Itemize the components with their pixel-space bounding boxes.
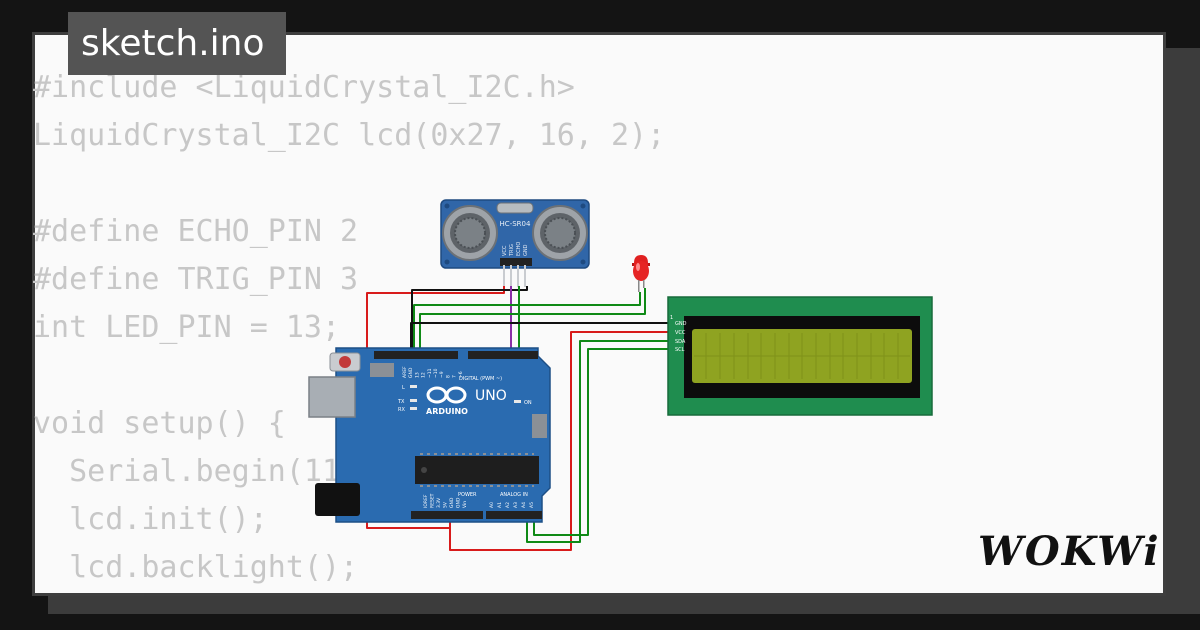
pin-label: GND [456, 497, 462, 508]
arduino-uno[interactable]: UNO ARDUINO DIGITAL (PWM ~) POWER ANALOG… [308, 347, 551, 523]
code-line: lcd.init(); [33, 502, 268, 537]
pin-label: A2 [505, 502, 511, 508]
pin-label: A0 [489, 502, 495, 508]
lcd-pin-1-mark: 1 [670, 315, 673, 321]
pin-label: 8 [445, 375, 451, 378]
pin-label: GND [449, 497, 455, 508]
pin-label: A3 [513, 502, 519, 508]
wire-lcd-sda [526, 340, 674, 543]
code-line: #define TRIG_PIN 3 [33, 262, 359, 297]
pin-label: 7 [452, 375, 458, 378]
arduino-model: UNO [475, 388, 507, 404]
page-bottom [0, 614, 1200, 630]
led-l-label: L [402, 385, 405, 391]
arduino-brand: ARDUINO [426, 407, 468, 416]
pin-label: 5V [443, 501, 449, 508]
arduino-logo [426, 386, 467, 404]
reset-button[interactable] [339, 356, 351, 368]
lcd-pin-labels: GND VCC SDA SCL [675, 321, 687, 353]
pin-label: 3.3V [436, 497, 442, 508]
card-bottom-clip [32, 593, 1166, 596]
pin-label: IOREF [423, 494, 429, 508]
pin-label: ~6 [458, 371, 464, 378]
wire-led-cathode [413, 292, 641, 356]
analog-label: ANALOG IN [500, 492, 528, 498]
on-label: ON [524, 400, 532, 406]
code-line: lcd.backlight(); [33, 550, 359, 585]
code-line: #include <LiquidCrystal_I2C.h> [33, 70, 575, 105]
code-line: #define ECHO_PIN 2 [33, 214, 359, 249]
pin-label: ~11 [427, 368, 433, 378]
sensor-pin-labels: VCC TRIG ECHO GND [502, 242, 529, 257]
led-indicators: L TX RX [397, 385, 521, 413]
file-tab[interactable]: sketch.ino [68, 12, 286, 75]
sensor-pin-vcc: VCC [502, 245, 508, 256]
lcd-pin-sda: SDA [675, 339, 686, 345]
lcd-pin-scl: SCL [675, 347, 685, 353]
wokwi-logo[interactable]: WOKWi [978, 528, 1161, 575]
code-line: int LED_PIN = 13; [33, 310, 341, 345]
pin-label: A5 [529, 502, 535, 508]
code-line: LiquidCrystal_I2C lcd(0x27, 16, 2); [33, 118, 666, 153]
wire-lcd-scl [533, 348, 674, 536]
wire-sensor-gnd [411, 286, 528, 356]
digital-label: DIGITAL (PWM ~) [459, 376, 502, 382]
ultrasonic-sensor[interactable]: HC-SR04 VCC TRIG ECHO GND [440, 199, 590, 287]
sensor-pin-trig: TRIG [509, 244, 515, 257]
lcd-pin-gnd: GND [675, 321, 687, 327]
pin-label: 12 [421, 372, 427, 378]
sensor-pin-gnd: GND [523, 244, 529, 256]
lcd-pin-vcc: VCC [675, 330, 686, 336]
sensor-label: HC-SR04 [500, 220, 531, 228]
wire-led-anode [419, 288, 646, 356]
pin-label: ~10 [433, 368, 439, 378]
microcontroller-chip [415, 456, 539, 484]
pin-label: ~9 [439, 371, 445, 378]
pin-label: GND [408, 367, 414, 378]
wire-lcd-vcc [449, 331, 674, 551]
transducer-right [532, 205, 588, 261]
pin-label: 13 [414, 372, 420, 378]
lcd-display[interactable]: 1 GND VCC SDA SCL [667, 296, 933, 416]
code-background: #include <LiquidCrystal_I2C.h> LiquidCrys… [33, 64, 665, 592]
card-bottom-shadow [48, 596, 1166, 614]
transducer-left [442, 205, 498, 261]
pin-label: AREF [402, 366, 408, 378]
pin-label: A4 [521, 502, 527, 508]
led-tx-label: TX [397, 399, 405, 405]
sensor-pin-echo: ECHO [516, 242, 522, 256]
power-label: POWER [458, 492, 477, 498]
usb-port [308, 376, 356, 418]
pin-label: A1 [497, 502, 503, 508]
pin-label: RESET [430, 493, 436, 508]
led-red[interactable] [632, 255, 650, 292]
power-jack [315, 483, 360, 516]
wire-lcd-gnd [410, 322, 674, 356]
sensor-header-pins [503, 265, 526, 287]
code-line: void setup() { [33, 406, 286, 441]
led-rx-label: RX [398, 407, 405, 413]
pin-label: Vin [462, 501, 468, 508]
lcd-char-grid [694, 333, 910, 379]
